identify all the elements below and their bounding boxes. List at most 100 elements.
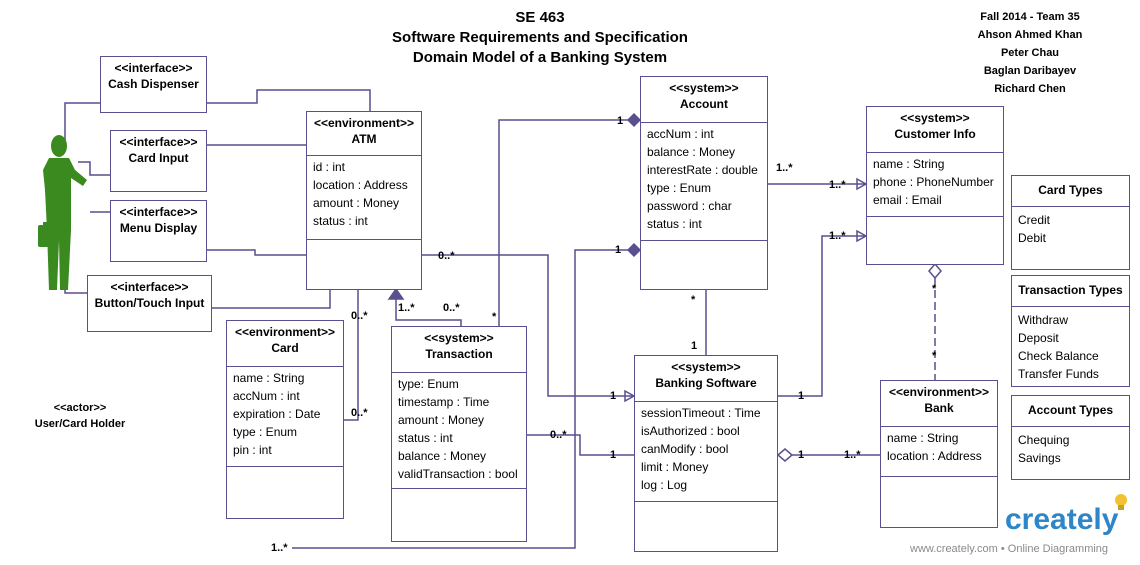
bs-cust-arrow bbox=[856, 229, 868, 243]
atm-bs-arrow bbox=[624, 389, 636, 403]
actor-stereotype: <<actor>> bbox=[53, 402, 107, 414]
multiplicity-label: 1 bbox=[798, 449, 805, 461]
multiplicity-label: 0..* bbox=[443, 302, 460, 314]
multiplicity-label: 1..* bbox=[829, 230, 846, 242]
title-line-2: Software Requirements and Specification bbox=[392, 29, 688, 46]
box-name: ATM bbox=[351, 132, 377, 146]
transaction-types-box[interactable]: Transaction Types Withdraw Deposit Check… bbox=[1011, 275, 1130, 387]
attribute-list: name : String phone : PhoneNumber email … bbox=[867, 152, 1003, 216]
attribute: accNum : int bbox=[647, 127, 714, 141]
attribute: type: Enum bbox=[398, 377, 459, 391]
title-line-1: SE 463 bbox=[515, 9, 565, 26]
operations-section bbox=[635, 501, 777, 502]
multiplicity-label: 1 bbox=[610, 390, 617, 402]
actor-name: User/Card Holder bbox=[34, 418, 126, 430]
attribute: balance : Money bbox=[647, 145, 736, 159]
operations-section bbox=[227, 466, 343, 467]
attribute-list: accNum : int balance : Money interestRat… bbox=[641, 122, 767, 240]
attribute: location : Address bbox=[887, 449, 982, 463]
multiplicity-label: 0..* bbox=[351, 407, 368, 419]
cash-dispenser-box[interactable]: <<interface>> Cash Dispenser bbox=[100, 56, 207, 113]
trans-account-line bbox=[498, 119, 628, 326]
bank-box[interactable]: <<environment>>Bank name : String locati… bbox=[880, 380, 998, 528]
attribute: id : int bbox=[313, 160, 346, 174]
stereotype-label: <<system>> bbox=[669, 81, 739, 95]
attribute: balance : Money bbox=[398, 449, 487, 463]
multiplicity-label: 1..* bbox=[776, 162, 793, 174]
team-line: Fall 2014 - Team 35 bbox=[980, 11, 1080, 23]
operations-section bbox=[392, 488, 526, 489]
stereotype-label: <<environment>> bbox=[313, 116, 415, 130]
card-types-box[interactable]: Card Types Credit Debit bbox=[1011, 175, 1130, 270]
bs-bank-diamond bbox=[776, 448, 794, 462]
team-member: Richard Chen bbox=[994, 83, 1066, 95]
account-diamond-mid bbox=[626, 242, 642, 258]
account-cust-arrow bbox=[856, 177, 868, 191]
trans-bs-line bbox=[527, 434, 634, 456]
attribute: status : int bbox=[398, 431, 453, 445]
attribute: location : Address bbox=[313, 178, 408, 192]
attribute: status : int bbox=[313, 214, 368, 228]
attribute-list: name : String accNum : int expiration : … bbox=[227, 366, 343, 466]
attribute: email : Email bbox=[873, 193, 942, 207]
box-name: Account Types bbox=[1027, 403, 1114, 417]
atm-trans-line bbox=[395, 297, 462, 326]
customer-info-box[interactable]: <<system>> Customer Info name : String ph… bbox=[866, 106, 1004, 265]
box-name: Transaction bbox=[425, 347, 493, 361]
attribute: name : String bbox=[873, 157, 945, 171]
card-input-box[interactable]: <<interface>>Card Input bbox=[110, 130, 207, 192]
multiplicity-label: 1..* bbox=[271, 542, 288, 554]
multiplicity-label: 1 bbox=[691, 340, 698, 352]
team-member: Peter Chau bbox=[1000, 47, 1060, 59]
enum-value: Savings bbox=[1018, 451, 1061, 465]
team-member: Ahson Ahmed Khan bbox=[977, 29, 1083, 41]
enum-value: Credit bbox=[1018, 213, 1051, 227]
multiplicity-label: 0..* bbox=[438, 250, 455, 262]
enum-value: Transfer Funds bbox=[1018, 367, 1099, 381]
card-box[interactable]: <<environment>>Card name : String accNum… bbox=[226, 320, 344, 519]
box-name: Cash Dispenser bbox=[108, 77, 199, 91]
attribute: status : int bbox=[647, 217, 702, 231]
multiplicity-label: * bbox=[932, 283, 937, 295]
stereotype-label: <<interface>> bbox=[110, 280, 189, 294]
box-name: Transaction Types bbox=[1018, 283, 1123, 297]
account-types-box[interactable]: Account Types Chequing Savings bbox=[1011, 395, 1130, 480]
attribute: sessionTimeout : Time bbox=[641, 406, 761, 420]
stereotype-label: <<interface>> bbox=[119, 205, 198, 219]
attribute-list: Chequing Savings bbox=[1012, 426, 1129, 477]
multiplicity-label: 1..* bbox=[844, 449, 861, 461]
enum-value: Deposit bbox=[1018, 331, 1059, 345]
attribute: timestamp : Time bbox=[398, 395, 490, 409]
attribute: name : String bbox=[233, 371, 305, 385]
box-name: Card bbox=[271, 341, 299, 355]
multiplicity-label: 0..* bbox=[550, 429, 567, 441]
box-name: Bank bbox=[924, 401, 954, 415]
attribute: amount : Money bbox=[313, 196, 400, 210]
button-touch-input-box[interactable]: <<interface>> Button/Touch Input bbox=[87, 275, 212, 332]
enum-value: Debit bbox=[1018, 231, 1047, 245]
creately-logo: creately bbox=[1005, 503, 1119, 536]
attribute: amount : Money bbox=[398, 413, 485, 427]
box-name: Customer Info bbox=[894, 127, 976, 141]
transaction-box[interactable]: <<system>>Transaction type: Enum timesta… bbox=[391, 326, 527, 542]
stereotype-label: <<system>> bbox=[900, 111, 970, 125]
box-name: Banking Software bbox=[655, 376, 757, 390]
menu-display-box[interactable]: <<interface>>Menu Display bbox=[110, 200, 207, 262]
multiplicity-label: 0..* bbox=[351, 310, 368, 322]
box-name: Button/Touch Input bbox=[94, 296, 205, 310]
banking-software-box[interactable]: <<system>>Banking Software sessionTimeou… bbox=[634, 355, 778, 552]
attribute: isAuthorized : bool bbox=[641, 424, 740, 438]
actor-cash-line bbox=[64, 102, 100, 145]
actor-figure-icon bbox=[38, 135, 87, 290]
account-box[interactable]: <<system>> Account accNum : int balance :… bbox=[640, 76, 768, 290]
multiplicity-label: 1 bbox=[798, 390, 805, 402]
box-name: Account bbox=[680, 97, 728, 111]
stereotype-label: <<interface>> bbox=[114, 61, 193, 75]
card-account-line bbox=[292, 249, 628, 549]
atm-box[interactable]: <<environment>> ATM id : int location : A… bbox=[306, 111, 422, 290]
team-info: Fall 2014 - Team 35 Ahson Ahmed Khan Pet… bbox=[940, 8, 1120, 98]
attribute: type : Enum bbox=[233, 425, 298, 439]
attribute-list: Withdraw Deposit Check Balance Transfer … bbox=[1012, 306, 1129, 384]
multiplicity-label: * bbox=[691, 294, 696, 306]
multiplicity-label: 1..* bbox=[829, 179, 846, 191]
